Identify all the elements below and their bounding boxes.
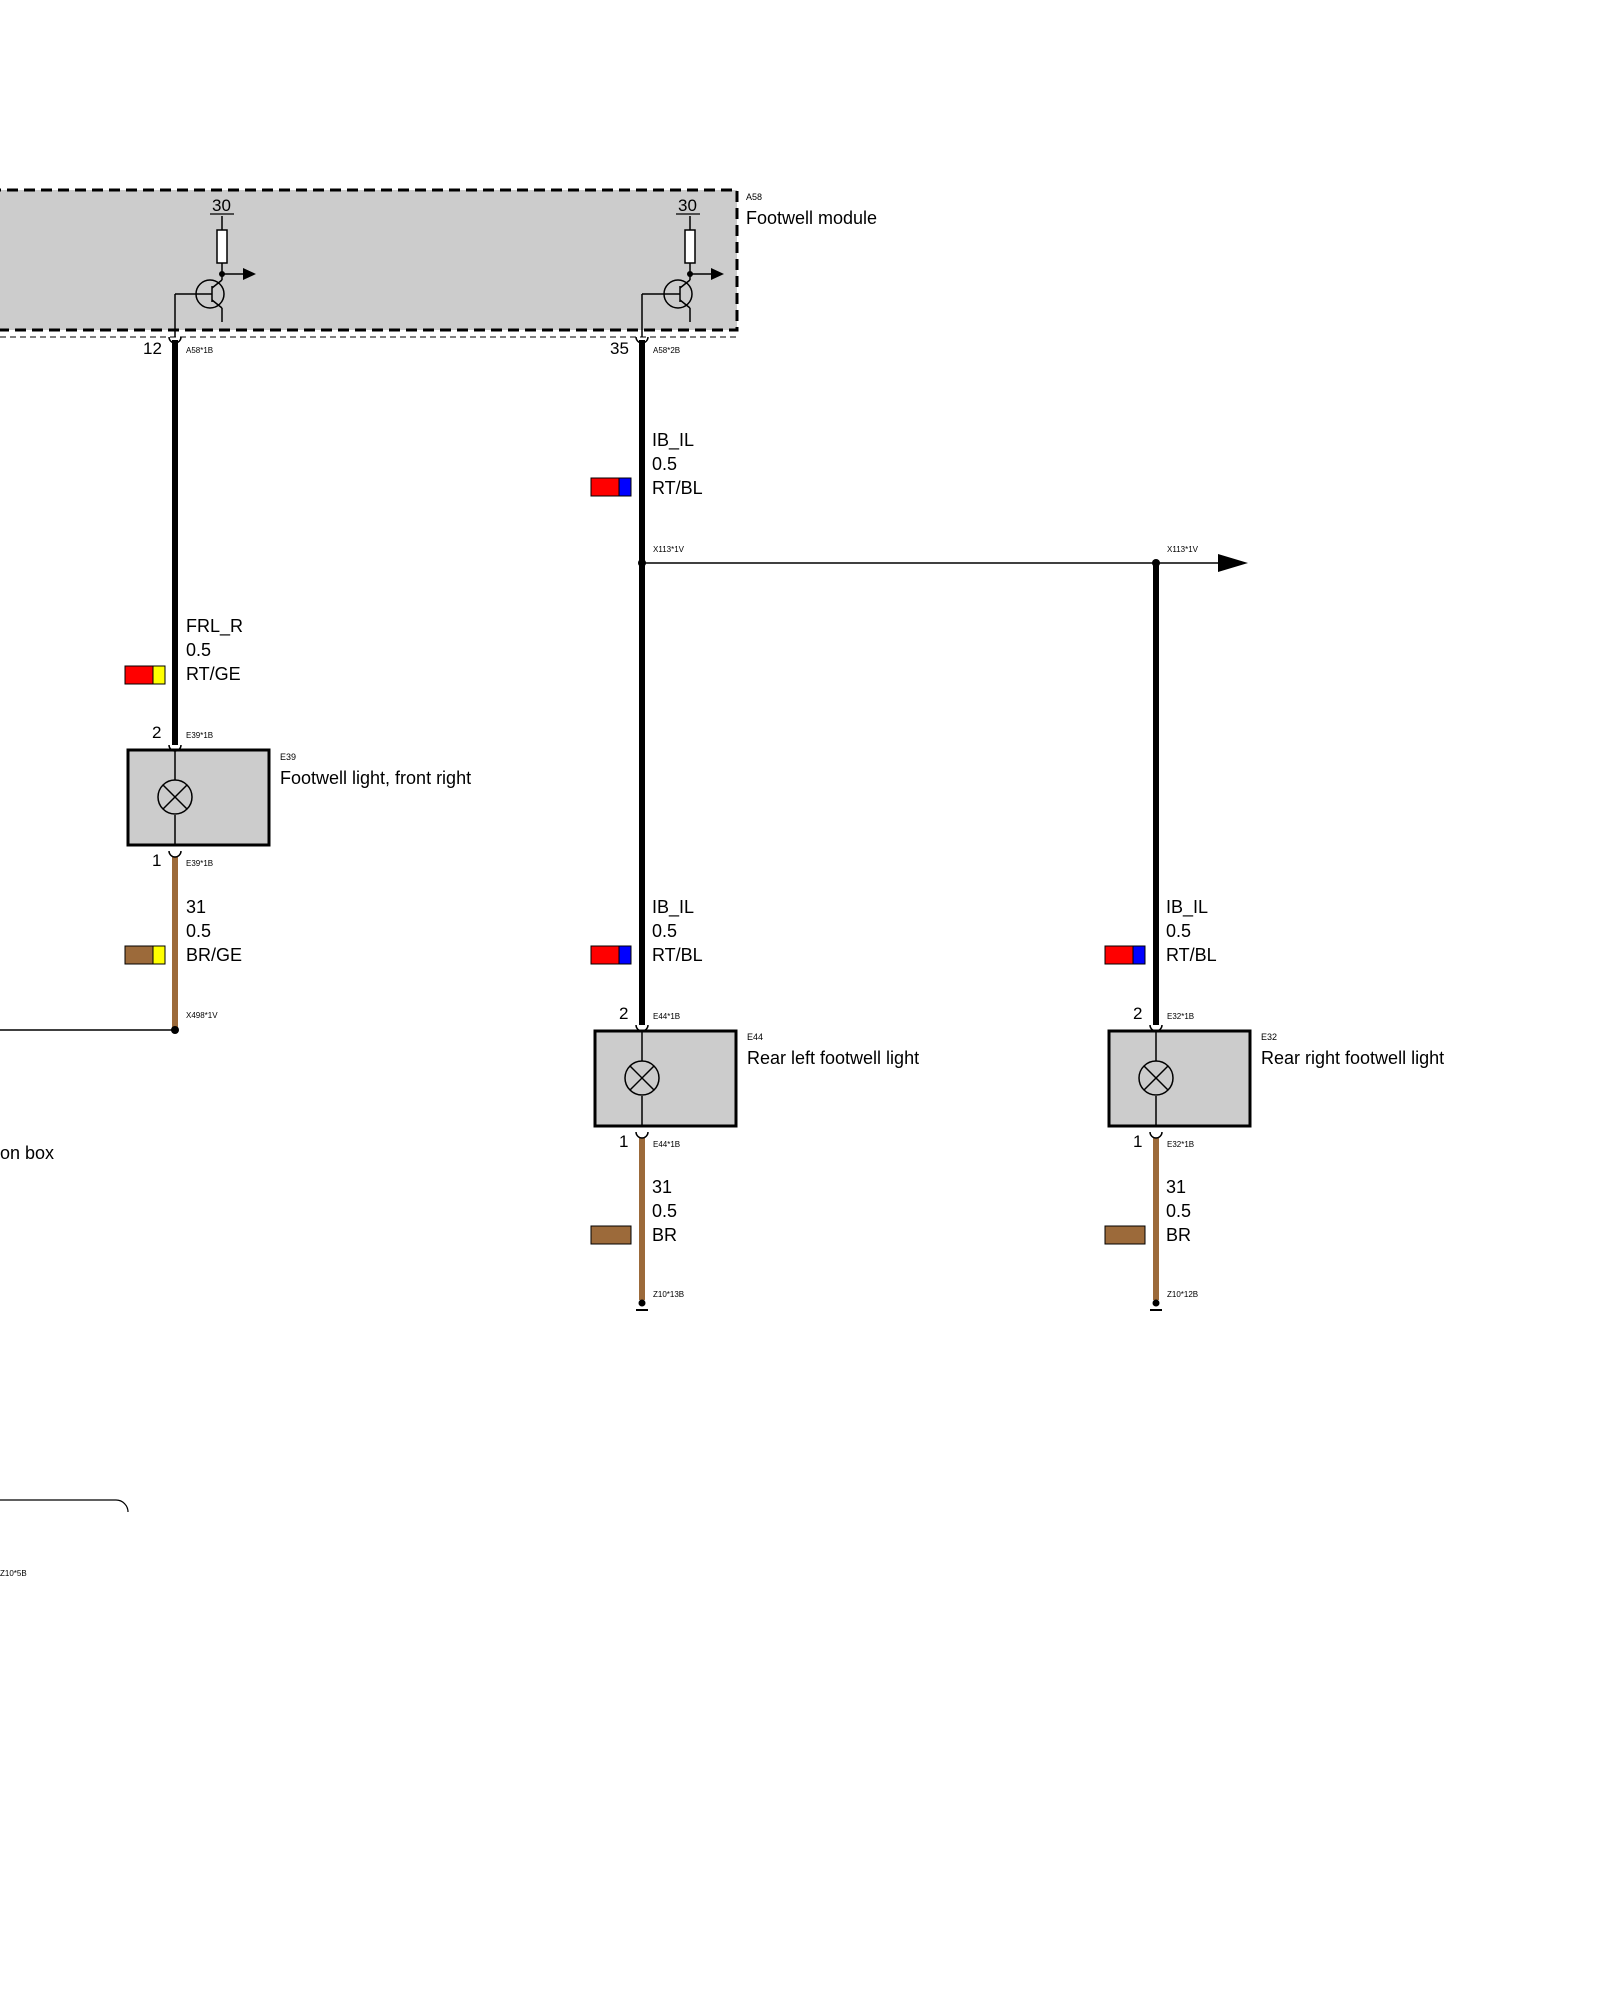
wire-color-code: BR: [1166, 1225, 1191, 1245]
module-id: A58: [746, 192, 762, 202]
splice-node-x498: [171, 1026, 179, 1034]
wire-color-code: RT/BL: [1166, 945, 1217, 965]
ground-terminal-z10-13: Z10*13B: [636, 1290, 684, 1311]
svg-text:31: 31: [652, 1177, 672, 1197]
svg-text:0.5: 0.5: [652, 921, 677, 941]
wire-label-e32-ground: 31 0.5 BR: [1104, 1177, 1191, 1245]
continuation-arrow: [1218, 554, 1248, 572]
svg-text:FRL_R: FRL_R: [186, 616, 243, 637]
svg-text:0.5: 0.5: [186, 640, 211, 660]
component-pin-top-conn: E44*1B: [653, 1012, 680, 1021]
wire-color-swatch: [124, 665, 154, 685]
module-pin-right-conn: A58*2B: [653, 346, 680, 355]
splice-label-x113-right: X113*1V: [1167, 545, 1199, 554]
svg-text:0.5: 0.5: [652, 1201, 677, 1221]
module-pin-left-conn: A58*1B: [186, 346, 213, 355]
supply-label-right: 30: [678, 196, 697, 215]
wire-color-swatch: [124, 945, 154, 965]
lamp-icon: [624, 1060, 660, 1096]
component-pin-top: 2: [1133, 1004, 1142, 1023]
splice-node-x113-right: [1152, 559, 1160, 567]
wire-label-e44-ground: 31 0.5 BR: [590, 1177, 677, 1245]
wire-label-ib-top: IB_IL 0.5 RT/BL: [590, 430, 703, 498]
wire-color-code: RT/BL: [652, 478, 703, 498]
wire-color-code: BR/GE: [186, 945, 242, 965]
wire-color-code: RT/GE: [186, 664, 241, 684]
wires: [0, 340, 1248, 1300]
partial-bus-line: [0, 1499, 129, 1513]
svg-text:0.5: 0.5: [1166, 921, 1191, 941]
component-pin-top: 2: [152, 723, 161, 742]
component-pin-bottom: 1: [619, 1132, 628, 1151]
wire-color-code: BR: [652, 1225, 677, 1245]
component-pin-top-conn: E32*1B: [1167, 1012, 1194, 1021]
partial-component-label: on box: [0, 1143, 54, 1163]
component-pin-bottom-conn: E39*1B: [186, 859, 213, 868]
wire-color-swatch: [1104, 945, 1134, 965]
module-pin-right: 35: [610, 339, 629, 358]
svg-text:IB_IL: IB_IL: [1166, 897, 1208, 918]
lamp-icon: [1138, 1060, 1174, 1096]
component-pin-bottom-conn: E44*1B: [653, 1140, 680, 1149]
supply-label-left: 30: [212, 196, 231, 215]
component-pin-bottom: 1: [152, 851, 161, 870]
svg-text:31: 31: [1166, 1177, 1186, 1197]
component-e32: E32 Rear right footwell light 2 E32*1B 1…: [1107, 1004, 1444, 1151]
component-box: [1107, 1029, 1252, 1128]
ground-terminal-z10-12: Z10*12B: [1150, 1290, 1198, 1311]
component-pin-bottom-conn: E32*1B: [1167, 1140, 1194, 1149]
component-id: E39: [280, 752, 296, 762]
wire-label-e32-feed: IB_IL 0.5 RT/BL: [1104, 897, 1217, 965]
component-box: [593, 1029, 738, 1128]
svg-text:IB_IL: IB_IL: [652, 430, 694, 451]
module-output-driver-right: [641, 216, 724, 337]
svg-text:IB_IL: IB_IL: [652, 897, 694, 918]
ground-label: Z10*13B: [653, 1290, 684, 1299]
wire-color-swatch: [590, 477, 620, 497]
component-name: Rear left footwell light: [747, 1048, 919, 1068]
module-pin-left: 12: [143, 339, 162, 358]
module-output-driver-left: [174, 216, 256, 337]
module-name: Footwell module: [746, 208, 877, 228]
component-id: E44: [747, 1032, 763, 1042]
wire-label-e39-ground: 31 0.5 BR/GE: [124, 897, 242, 965]
wire-color-code: RT/BL: [652, 945, 703, 965]
splice-label-x113-left: X113*1V: [653, 545, 685, 554]
component-name: Rear right footwell light: [1261, 1048, 1444, 1068]
svg-text:0.5: 0.5: [652, 454, 677, 474]
ground-label-x498: X498*1V: [186, 1011, 218, 1020]
svg-text:0.5: 0.5: [1166, 1201, 1191, 1221]
svg-text:0.5: 0.5: [186, 921, 211, 941]
ground-label-z10-5: Z10*5B: [0, 1569, 27, 1578]
wire-color-swatch: [1104, 1225, 1146, 1245]
component-pin-top-conn: E39*1B: [186, 731, 213, 740]
lamp-icon: [157, 779, 193, 815]
wire-color-swatch: [590, 945, 620, 965]
wire-label-frl: FRL_R 0.5 RT/GE: [124, 616, 243, 685]
wire-color-swatch: [590, 1225, 632, 1245]
component-box: [126, 748, 271, 847]
module-box: [0, 188, 739, 332]
component-pin-top: 2: [619, 1004, 628, 1023]
ground-label: Z10*12B: [1167, 1290, 1198, 1299]
wire-label-e44-feed: IB_IL 0.5 RT/BL: [590, 897, 703, 965]
splice-node-x113-left: [638, 559, 646, 567]
component-e39: E39 Footwell light, front right 2 E39*1B…: [126, 723, 471, 870]
component-id: E32: [1261, 1032, 1277, 1042]
component-e44: E44 Rear left footwell light 2 E44*1B 1 …: [593, 1004, 919, 1151]
footwell-module: 30 30 A58 Footwell module 12 A58*1B 35 A…: [0, 188, 877, 358]
component-pin-bottom: 1: [1133, 1132, 1142, 1151]
component-name: Footwell light, front right: [280, 768, 471, 788]
svg-text:31: 31: [186, 897, 206, 917]
